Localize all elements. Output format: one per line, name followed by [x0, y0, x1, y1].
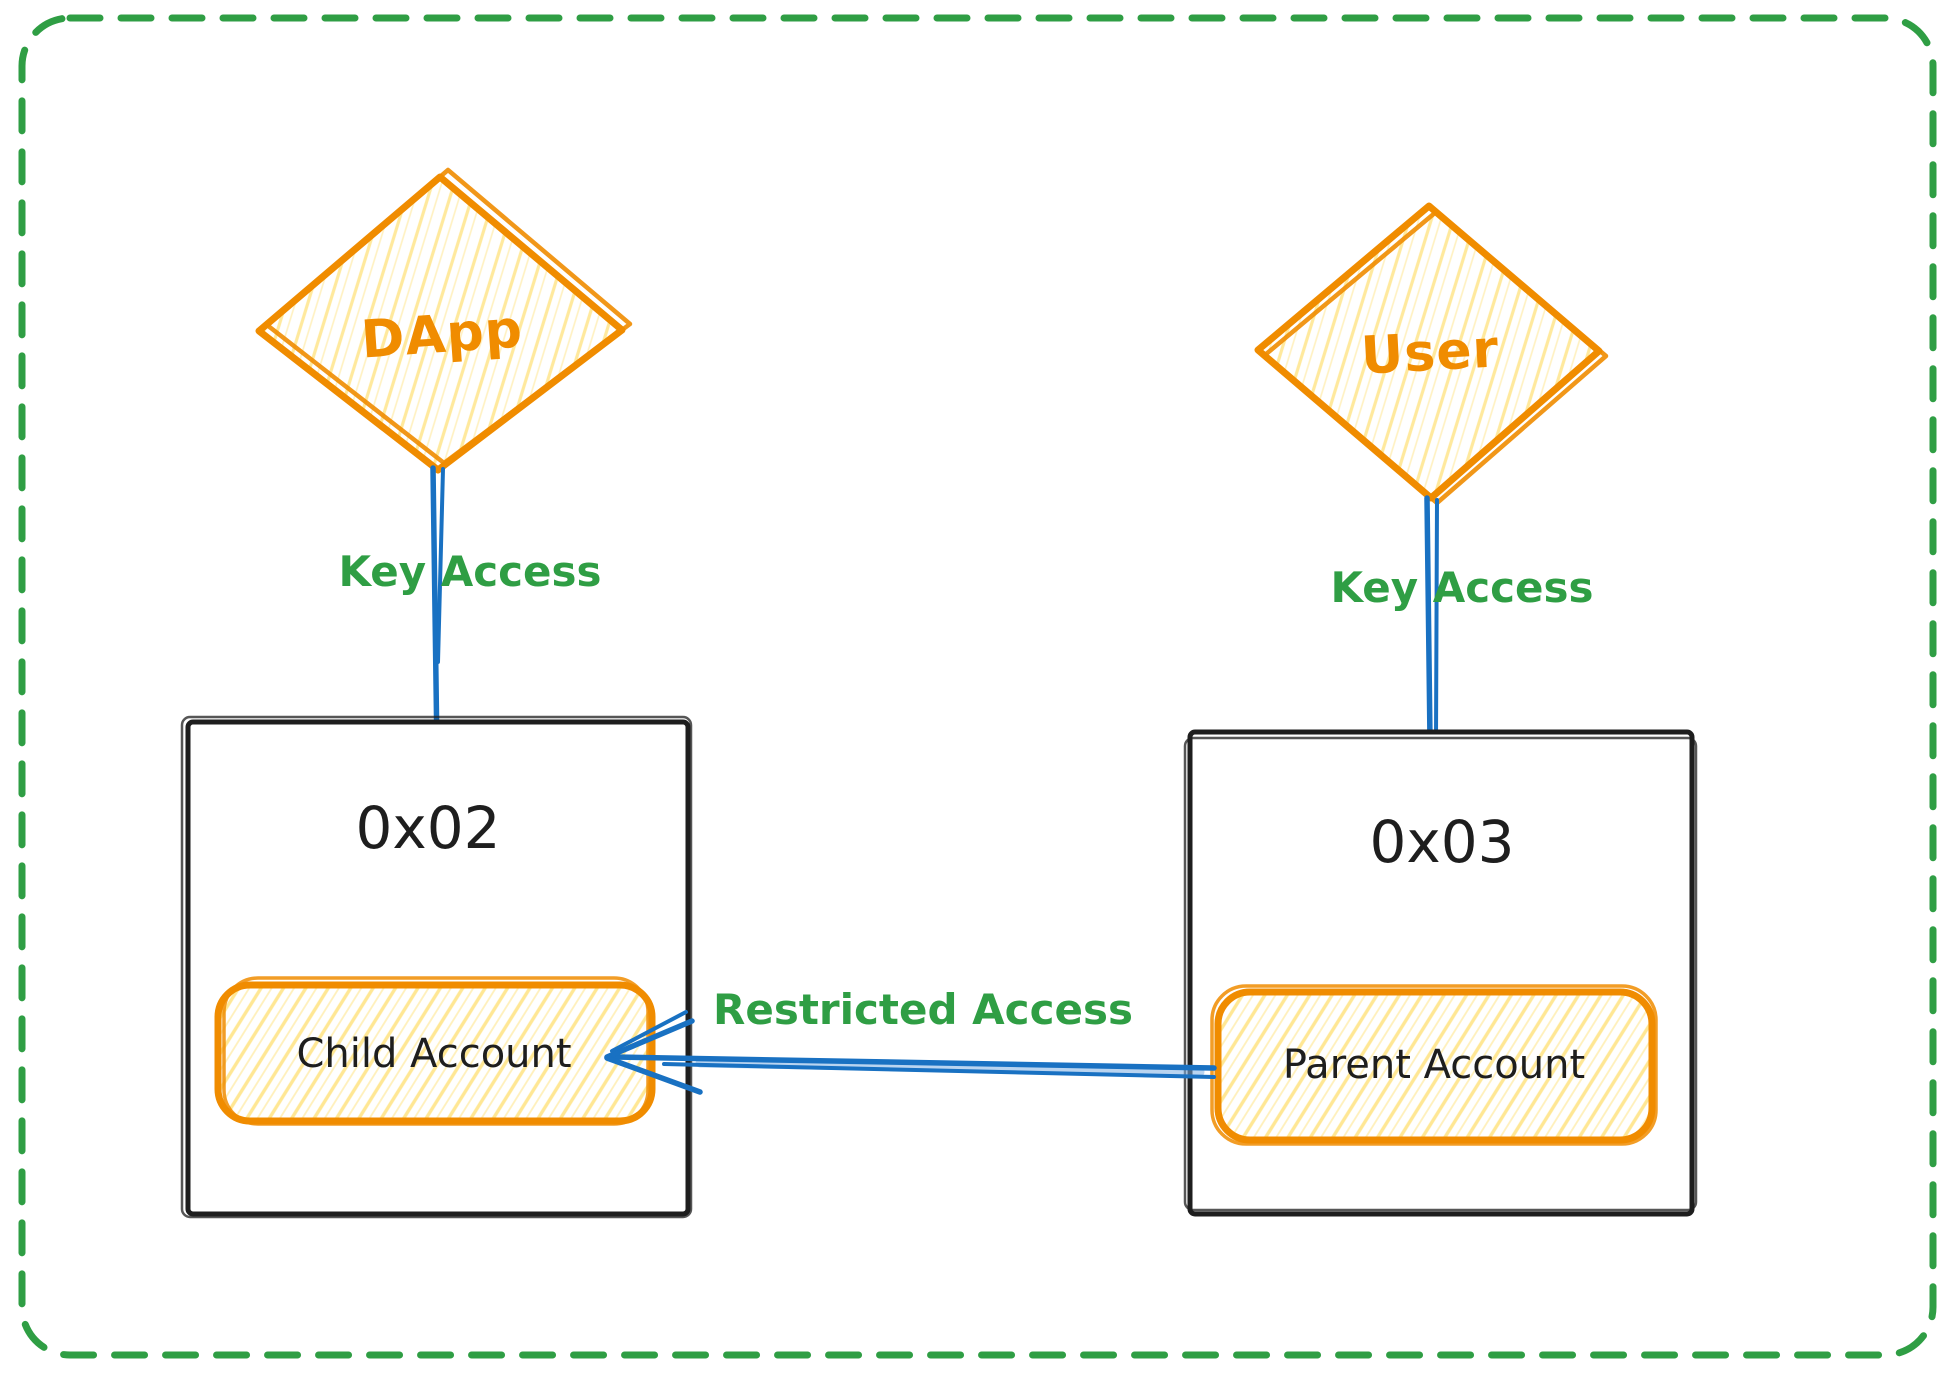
user-key-access-label: Key Access — [1330, 563, 1593, 612]
dapp-label: DApp — [359, 299, 525, 370]
user-key-connector — [1424, 495, 1439, 743]
child-account-pill-shape — [214, 981, 656, 1125]
restricted-access-arrowhead-upper — [604, 1018, 695, 1060]
dapp-diamond-sketch-line — [264, 167, 633, 466]
parent-account-label: Parent Account — [1283, 1042, 1585, 1088]
restricted-access-arrowhead-lower — [604, 1055, 703, 1095]
dapp-key-connector-sketch-line — [436, 467, 445, 664]
child-box: 0x02 Child Account — [180, 715, 693, 1219]
user-key-connector-line — [1424, 495, 1433, 743]
restricted-access-arrow-line — [611, 1054, 1217, 1071]
user-label: User — [1360, 319, 1501, 386]
parent-account-pill-sketch-line — [1210, 984, 1658, 1146]
child-box-address: 0x02 — [355, 794, 500, 862]
dapp-key-access-label: Key Access — [338, 547, 601, 596]
outer-dashed-frame — [18, 14, 1937, 1359]
restricted-access-arrow-underlay — [695, 1058, 1205, 1077]
child-account-pill-sketch-line — [222, 976, 650, 1126]
restricted-access-arrow-sketch-line — [662, 1062, 1216, 1079]
dapp-key-connector — [430, 465, 445, 755]
child-box-sketch-line — [180, 715, 693, 1219]
child-account-label: Child Account — [296, 1031, 571, 1077]
restricted-access-arrowhead-upper-sketch — [610, 1010, 688, 1053]
child-account-pill: Child Account — [214, 976, 656, 1126]
user-key-connector-sketch-line — [1434, 498, 1439, 741]
parent-account-pill: Parent Account — [1210, 984, 1658, 1146]
dapp-key-connector-line — [430, 465, 440, 755]
dapp-diamond: DApp — [255, 167, 633, 474]
restricted-access-label: Restricted Access — [713, 985, 1133, 1034]
parent-box-address: 0x03 — [1369, 808, 1514, 876]
restricted-access-arrow — [604, 1010, 1217, 1095]
parent-account-pill-shape — [1214, 988, 1656, 1144]
parent-box-sketch-line — [1183, 736, 1698, 1212]
parent-box: 0x03 Parent Account — [1183, 729, 1698, 1217]
user-diamond: User — [1254, 202, 1609, 506]
